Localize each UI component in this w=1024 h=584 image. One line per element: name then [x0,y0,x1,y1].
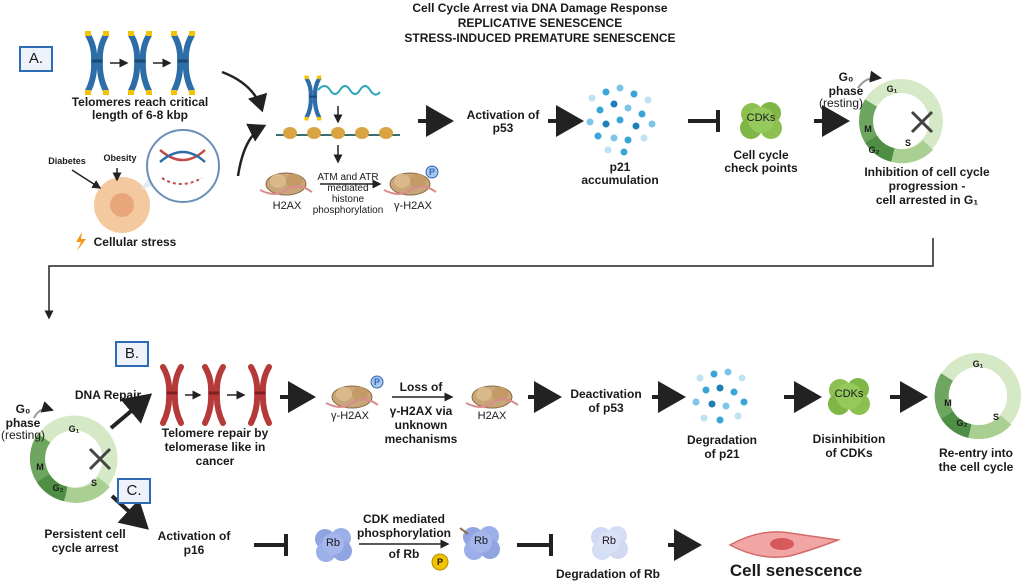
cycle-s-a: S [904,138,911,148]
loss-label-1: Loss of [399,380,443,394]
atm-atr-label-3: histone [331,194,365,205]
p-badge-a: P [428,167,435,177]
activation-p16-label-2: p16 [183,543,205,557]
stressed-cell [71,129,220,251]
p21-label-1: p21 [609,160,631,174]
loss-label-4: mechanisms [384,432,458,446]
inhibit-arrow-a [688,110,720,132]
telomere-repair-label-1: Telomere repair by [161,426,269,440]
deactivation-label-1: Deactivation [570,387,642,401]
activation-p53-label-2: p53 [492,121,514,135]
inhibition-label-3: cell arrested in G₁ [875,193,979,207]
cycle-g1-a: G₁ [886,84,898,94]
degradation-p21-label-2: of p21 [704,447,740,461]
inhibition-label-2: progression - [888,179,966,193]
cell-senescence-label: Cell senescence [729,561,863,580]
cycle-m-left: M [36,462,44,472]
telomeres-label-1: Telomeres reach critical [71,95,209,109]
obesity-label: Obesity [103,153,137,163]
cycle-g1-b: G₁ [972,359,984,369]
atm-atr-label-4: phosphorylation [312,205,384,216]
p-badge-c: P [436,557,443,567]
atm-atr-label-2: mediated [327,183,369,194]
cycle-g2-a: G₂ [868,145,880,155]
title-line2: REPLICATIVE SENESCENCE [457,16,623,30]
telomeres-label-2: length of 6-8 kbp [92,108,188,122]
cell-cycle-arrested-a [857,70,943,164]
cdks-label-b: CDKs [834,388,864,400]
h2ax-label-b: H2AX [477,410,507,422]
disinhibition-label-1: Disinhibition [812,432,886,446]
h2ax-b [465,385,519,409]
deactivation-label-2: of p53 [588,401,624,415]
g0-label-a-3: (resting) [818,96,863,110]
section-b-label: B. [115,341,149,367]
cycle-s-left: S [90,478,97,488]
degradation-p21-label-1: Degradation [686,433,757,447]
cell-cycle-arrested-left [29,401,118,503]
phospho-rb-protein [431,526,500,571]
checkpoints-label-1: Cell cycle [733,148,789,162]
g0-label-left-2: phase [5,416,41,430]
cdk-phos-label-1: CDK mediated [362,512,445,526]
inhibit-arrow-rb [517,534,553,556]
rb-label-3: Rb [601,535,617,547]
senescent-cell [728,531,841,558]
p21-dots-a [586,84,656,156]
section-a-label: A. [19,46,53,72]
title-line3: STRESS-INDUCED PREMATURE SENESCENCE [404,31,676,45]
rb-label-1: Rb [325,537,341,549]
reentry-label-1: Re-entry into [938,446,1013,460]
cdk-phos-label-3: of Rb [388,547,420,561]
p21-label-2: accumulation [581,173,659,187]
diabetes-label: Diabetes [48,156,86,166]
inhibition-label-1: Inhibition of cell cycle [864,165,990,179]
h2ax-label-a: H2AX [272,200,302,212]
cycle-g2-left: G₂ [52,483,64,493]
telomere-chromosomes-a [85,31,195,95]
title-line1: Cell Cycle Arrest via DNA Damage Respons… [412,1,668,15]
section-c-label: C. [117,478,151,504]
cdk-phos-label-2: phosphorylation [357,526,451,540]
persistent-arrest-label-1: Persistent cell [44,527,126,541]
loss-label-3: unknown [394,418,448,432]
p-badge-b: P [373,377,380,387]
lightning-icon [76,232,86,251]
activation-p16-label-1: Activation of [157,529,231,543]
atm-atr-label-1: ATM and ATR [317,172,379,183]
g0-label-left-3: (resting) [0,428,45,442]
disinhibition-label-2: of CDKs [825,446,873,460]
telomere-repair-label-3: cancer [195,454,235,468]
g0-label-a-2: phase [828,84,864,98]
persistent-arrest-label-2: cycle arrest [51,541,119,555]
dna-damage-chromatin [259,76,439,196]
loss-label-2: γ-H2AX via [389,404,453,418]
cell-cycle-reentry [934,353,1021,440]
cdks-label-a: CDKs [746,112,776,124]
cycle-m-b: M [944,398,952,408]
degradation-rb-label: Degradation of Rb [556,567,660,581]
gamma-h2ax-label-b: γ-H2AX [331,410,369,422]
dna-repair-label: DNA Repair [74,388,142,402]
activation-p53-label-1: Activation of [466,108,540,122]
cellular-stress-label: Cellular stress [93,235,177,249]
gamma-h2ax-label-a: γ-H2AX [394,200,432,212]
inhibit-arrow-p16 [254,534,288,556]
rb-label-2: Rb [473,535,489,547]
cycle-s-b: S [992,412,999,422]
g0-label-left-1: G₀ [15,402,31,416]
reentry-label-2: the cell cycle [938,460,1014,474]
cycle-m-a: M [864,124,872,134]
p21-dots-b [692,368,748,424]
cycle-g1-left: G₁ [68,424,80,434]
telomere-repair-label-2: telomerase like in [164,440,266,454]
gamma-h2ax-b [325,375,384,409]
cycle-g2-b: G₂ [956,418,968,428]
g0-label-a-1: G₀ [838,70,854,84]
checkpoints-label-2: check points [724,161,798,175]
telomere-repair-chromosomes [163,367,269,423]
